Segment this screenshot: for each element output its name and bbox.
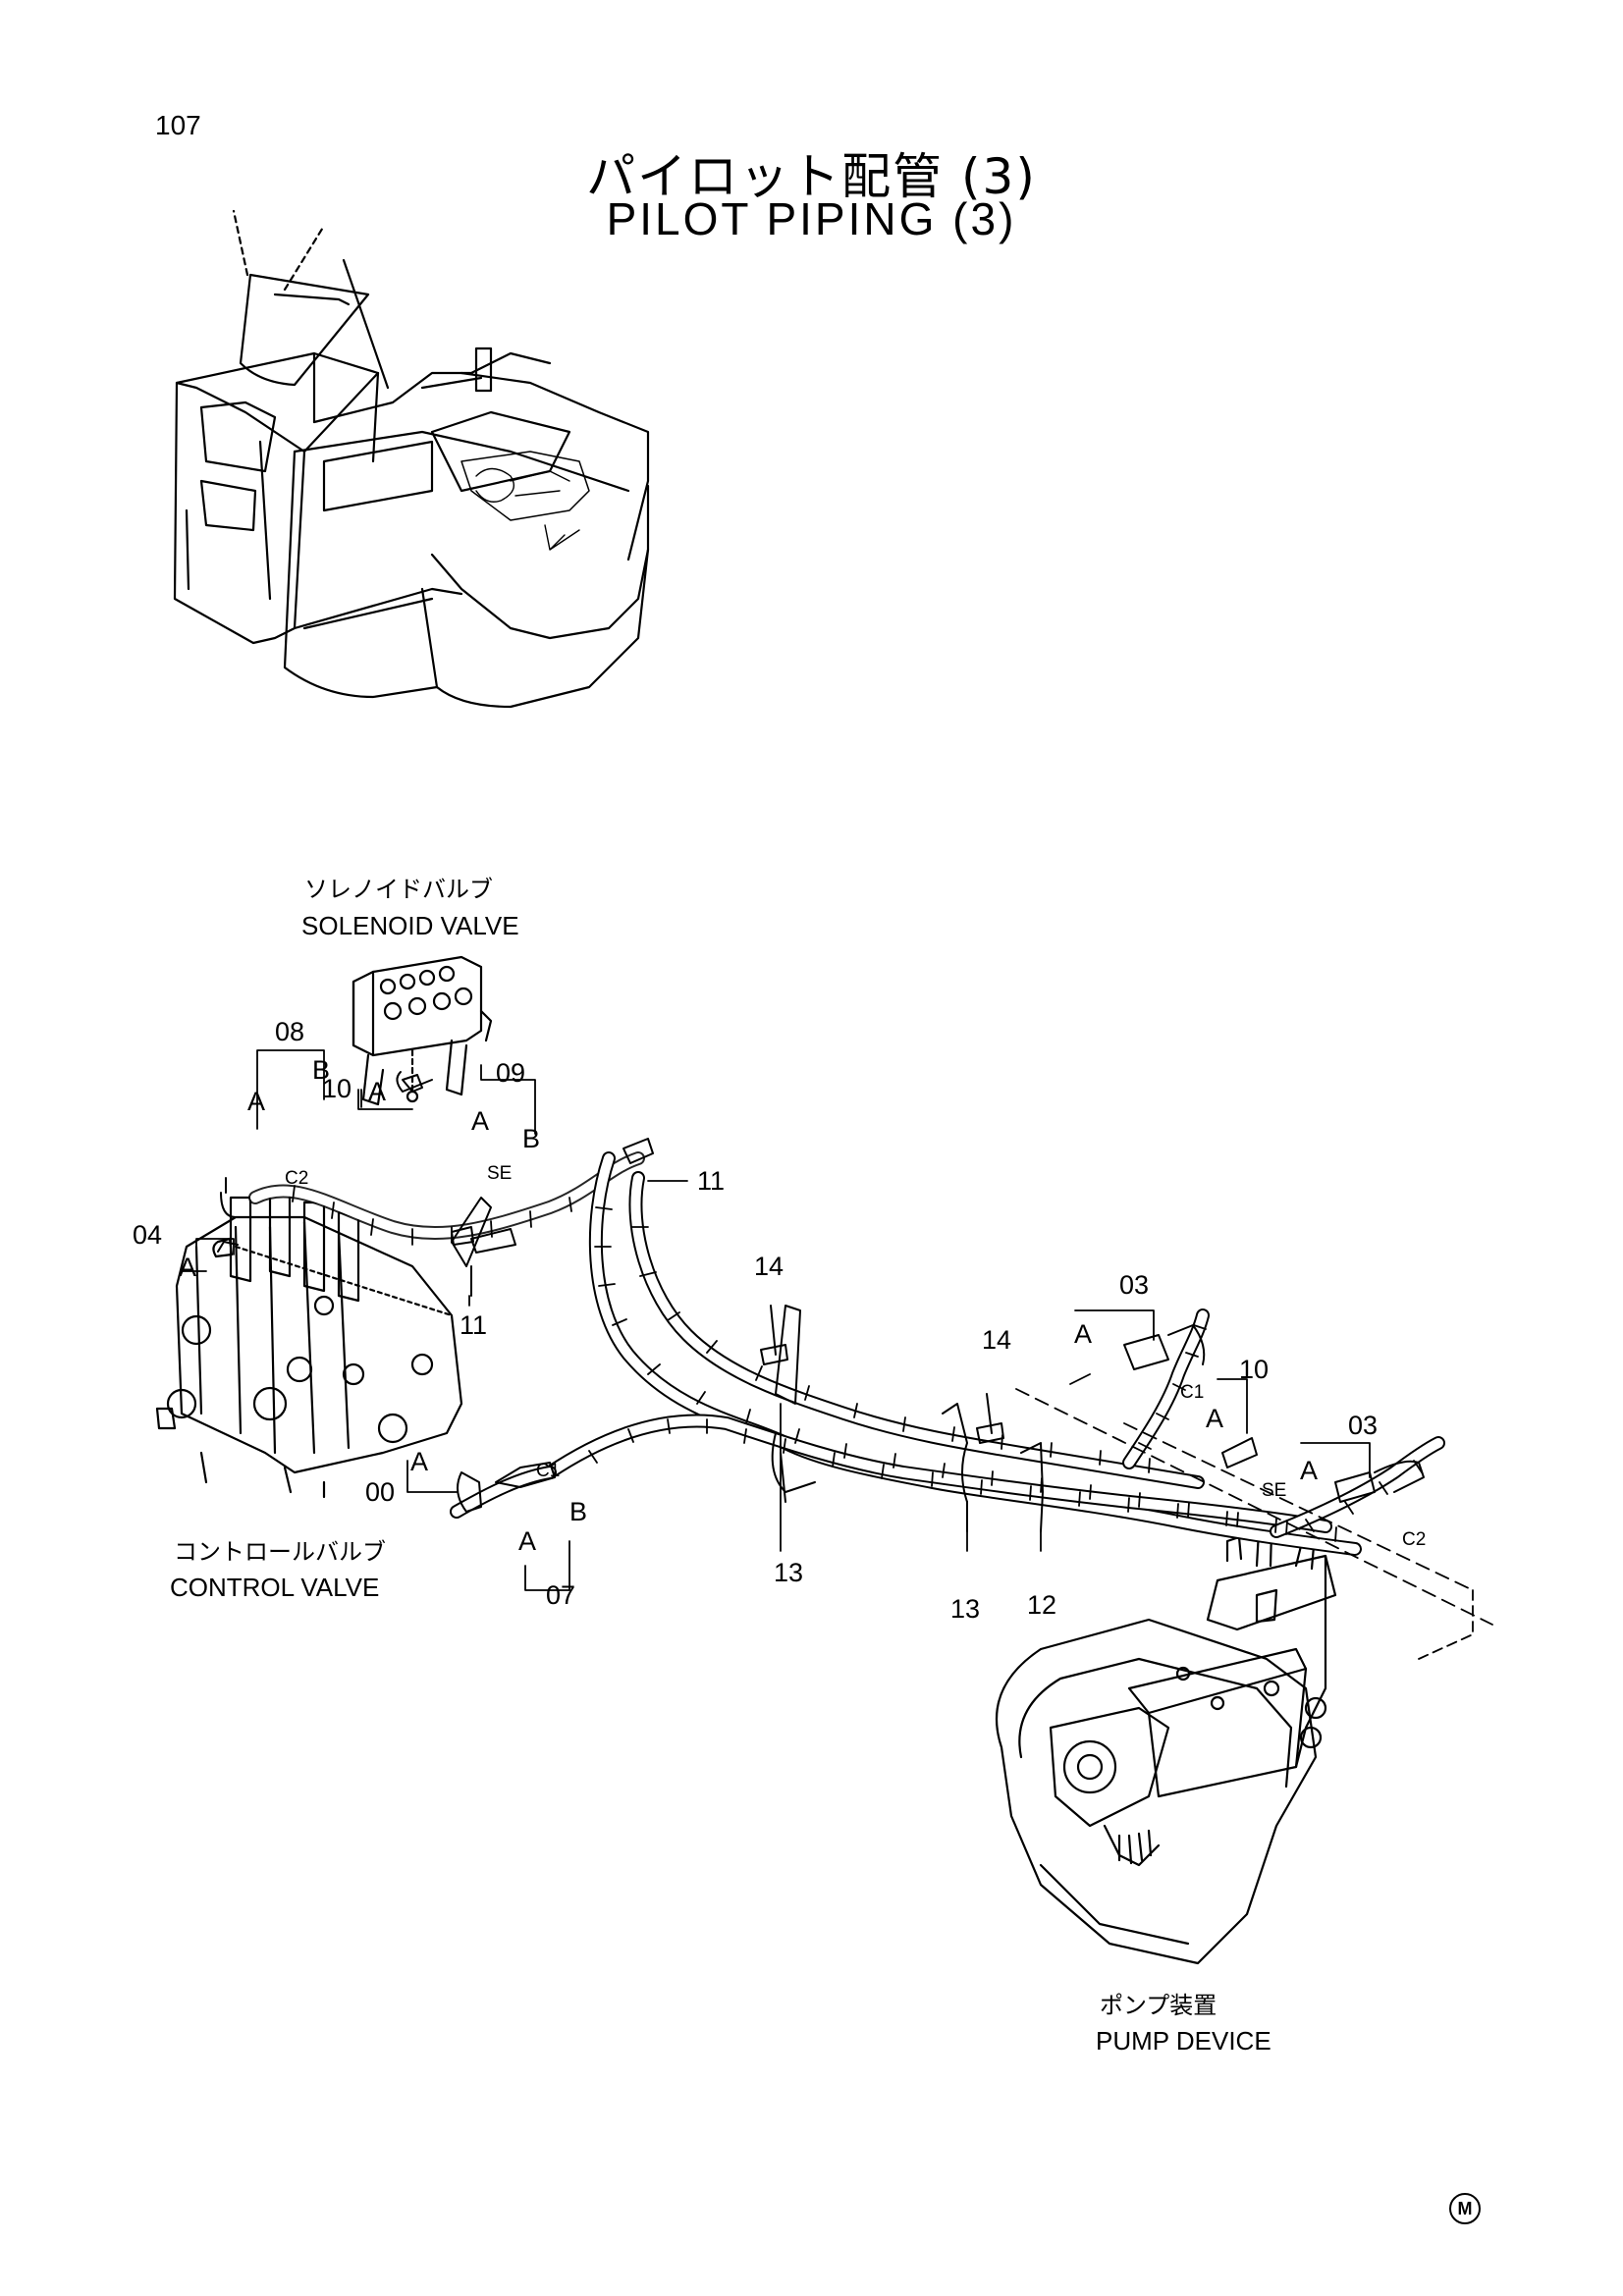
port-label-c1: C1 bbox=[536, 1461, 561, 1481]
callout-10-upper: 10 bbox=[322, 1074, 352, 1103]
solenoid-valve-label-en: SOLENOID VALVE bbox=[301, 911, 519, 940]
callout-07: 07 bbox=[546, 1580, 576, 1610]
callout-04: 04 bbox=[133, 1220, 163, 1250]
port-label-c1: C1 bbox=[1180, 1382, 1205, 1403]
title-japanese: パイロット配管 (3) bbox=[586, 148, 1037, 205]
port-label-a: A bbox=[518, 1526, 537, 1556]
title-english: PILOT PIPING (3) bbox=[606, 193, 1017, 244]
callout-14-right: 14 bbox=[982, 1325, 1012, 1355]
port-label-a: A bbox=[471, 1106, 490, 1136]
callout-00: 00 bbox=[365, 1477, 396, 1507]
pump-device-label-jp: ポンプ装置 bbox=[1100, 1992, 1217, 2019]
callout-11-lower: 11 bbox=[460, 1310, 488, 1340]
control-valve-illustration bbox=[155, 1177, 463, 1499]
port-label-se: SE bbox=[487, 1163, 513, 1184]
port-label-c2: C2 bbox=[1402, 1529, 1427, 1550]
port-label-a: A bbox=[368, 1077, 387, 1106]
port-label-a: A bbox=[179, 1253, 197, 1282]
port-label-c2: C2 bbox=[285, 1168, 309, 1189]
fittings-group bbox=[217, 1071, 1425, 1513]
pump-device-label-en: PUMP DEVICE bbox=[1096, 2026, 1271, 2056]
callout-10-right: 10 bbox=[1239, 1355, 1270, 1384]
port-label-a: A bbox=[1206, 1404, 1224, 1433]
callout-12: 12 bbox=[1027, 1590, 1057, 1620]
port-label-b: B bbox=[312, 1055, 331, 1085]
leader-lines bbox=[181, 1049, 1493, 1660]
port-label-b: B bbox=[522, 1124, 541, 1153]
callout-14-left: 14 bbox=[754, 1252, 784, 1281]
port-label-a: A bbox=[247, 1087, 266, 1116]
clamp-group bbox=[451, 1138, 1044, 1532]
control-valve-label-jp: コントロールバルブ bbox=[174, 1538, 386, 1566]
callout-09: 09 bbox=[496, 1058, 526, 1088]
callout-13-right: 13 bbox=[950, 1594, 981, 1624]
solenoid-valve-illustration bbox=[352, 955, 493, 1106]
port-label-a: A bbox=[1074, 1319, 1093, 1349]
port-label-se: SE bbox=[1262, 1480, 1287, 1501]
hose-bundle bbox=[248, 1151, 1445, 1556]
manual-mark-icon: M bbox=[1449, 2193, 1481, 2224]
callout-11-right: 11 bbox=[697, 1166, 726, 1196]
excavator-overview-illustration bbox=[173, 209, 650, 709]
callout-03-left: 03 bbox=[1119, 1270, 1150, 1300]
port-label-b: B bbox=[569, 1497, 588, 1526]
page-number: 107 bbox=[155, 110, 201, 140]
callout-03-right: 03 bbox=[1348, 1411, 1379, 1440]
callout-08: 08 bbox=[275, 1017, 305, 1046]
port-label-a: A bbox=[410, 1447, 429, 1476]
control-valve-label-en: CONTROL VALVE bbox=[170, 1573, 380, 1602]
pump-device-illustration bbox=[995, 1529, 1337, 1965]
callout-13-left: 13 bbox=[774, 1558, 804, 1587]
solenoid-valve-label-jp: ソレノイドバルブ bbox=[304, 876, 493, 903]
port-label-a: A bbox=[1300, 1456, 1319, 1485]
